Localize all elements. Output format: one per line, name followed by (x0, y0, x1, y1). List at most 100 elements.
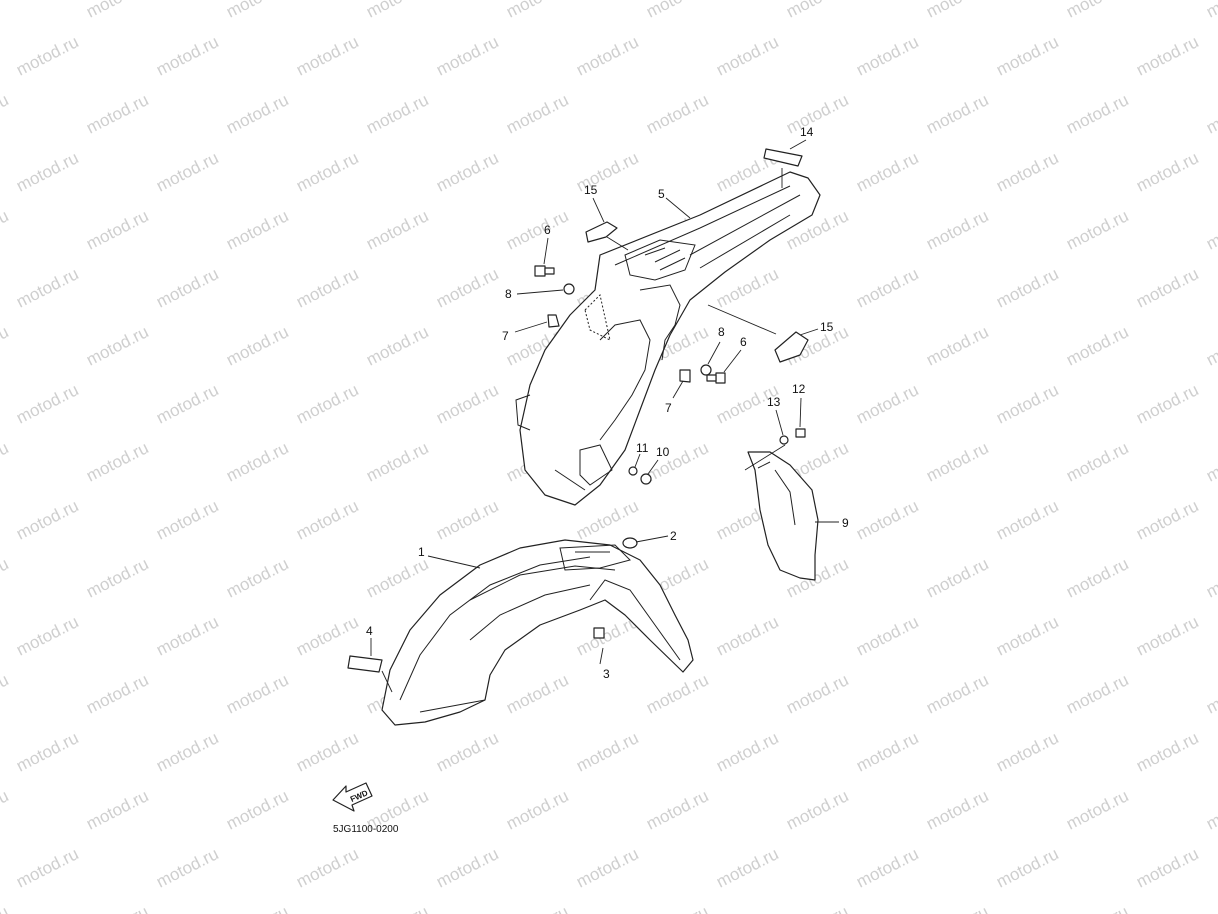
watermark-text: motod.ru (993, 32, 1061, 79)
watermark-text: motod.ru (643, 786, 711, 833)
watermark-text: motod.ru (993, 496, 1061, 543)
callout-15-lower: 15 (820, 320, 834, 334)
watermark-text: motod.ru (1133, 380, 1201, 427)
watermark-text: motod.ru (783, 670, 851, 717)
callout-11: 11 (636, 441, 649, 455)
watermark-text: motod.ru (853, 264, 921, 311)
watermark-text: motod.ru (713, 844, 781, 891)
watermark-text: motod.ru (783, 90, 851, 137)
watermark-text: motod.ru (923, 670, 991, 717)
watermark-text: motod.ru (993, 844, 1061, 891)
callout-10: 10 (656, 445, 670, 459)
watermark-text: motod.ru (923, 554, 991, 601)
watermark-text: motod.ru (0, 902, 12, 914)
callout-7-upper: 7 (502, 329, 509, 343)
watermark-text: motod.ru (853, 844, 921, 891)
watermark-text: motod.ru (503, 902, 571, 914)
callout-2: 2 (670, 529, 677, 543)
callout-1: 1 (418, 545, 425, 559)
watermark-text: motod.ru (0, 322, 12, 369)
watermark-text: motod.ru (293, 728, 361, 775)
watermark-text: motod.ru (293, 264, 361, 311)
callout-8-upper: 8 (505, 287, 512, 301)
watermark-text: motod.ru (0, 786, 12, 833)
watermark-text: motod.ru (503, 206, 571, 253)
watermark-text: motod.ru (573, 844, 641, 891)
watermark-text: motod.ru (1063, 902, 1131, 914)
watermark-text: motod.ru (0, 670, 12, 717)
watermark-text: motod.ru (1203, 90, 1218, 137)
watermark-text: motod.ru (0, 0, 12, 22)
watermark-text: motod.ru (993, 612, 1061, 659)
watermark-text: motod.ru (13, 728, 81, 775)
watermark-text: motod.ru (643, 438, 711, 485)
watermark-text: motod.ru (923, 322, 991, 369)
watermark-text: motod.ru (83, 438, 151, 485)
watermark-text: motod.ru (153, 728, 221, 775)
watermark-text: motod.ru (0, 554, 12, 601)
watermark-text: motod.ru (363, 554, 431, 601)
watermark-text: motod.ru (1203, 670, 1218, 717)
watermark-text: motod.ru (503, 670, 571, 717)
watermark-text: motod.ru (433, 32, 501, 79)
watermark-text: motod.ru (573, 32, 641, 79)
watermark-text: motod.ru (433, 380, 501, 427)
watermark-text: motod.ru (1203, 206, 1218, 253)
watermark-text: motod.ru (503, 0, 571, 22)
watermark-text: motod.ru (433, 844, 501, 891)
watermark-text: motod.ru (223, 90, 291, 137)
watermark-text: motod.ru (223, 786, 291, 833)
callout-3: 3 (603, 667, 610, 681)
watermark-text: motod.ru (1063, 670, 1131, 717)
watermark-text: motod.ru (783, 786, 851, 833)
watermark-text: motod.ru (1063, 438, 1131, 485)
watermark-text: motod.ru (713, 32, 781, 79)
callout-numbers: 1 2 3 4 5 6 6 7 7 8 8 9 10 11 12 13 14 1… (366, 125, 849, 681)
watermark-text: motod.ru (853, 612, 921, 659)
watermark-text: motod.ru (13, 264, 81, 311)
watermark-text: motod.ru (433, 148, 501, 195)
watermark-text: motod.ru (1063, 554, 1131, 601)
callout-5: 5 (658, 187, 665, 201)
watermark-text: motod.ru (643, 0, 711, 22)
watermark-text: motod.ru (853, 380, 921, 427)
watermark-text: motod.ru (363, 322, 431, 369)
watermark-text: motod.ru (223, 670, 291, 717)
watermark-text: motod.ru (293, 844, 361, 891)
watermark-text: motod.ru (1203, 438, 1218, 485)
watermark-text: motod.ru (853, 148, 921, 195)
watermark-text: motod.ru (1063, 0, 1131, 22)
watermark-text: motod.ru (153, 612, 221, 659)
watermark-text: motod.ru (1133, 264, 1201, 311)
watermark-text: motod.ru (503, 786, 571, 833)
watermark-text: motod.ru (83, 206, 151, 253)
leader-lines (370, 139, 839, 693)
watermark-text: motod.ru (853, 496, 921, 543)
watermark-text: motod.ru (993, 264, 1061, 311)
watermark-text: motod.ru (293, 612, 361, 659)
watermark-text: motod.ru (993, 380, 1061, 427)
watermark-text: motod.ru (643, 670, 711, 717)
watermark-text: motod.ru (293, 380, 361, 427)
fwd-arrow: FWD (332, 782, 373, 812)
callout-12: 12 (792, 382, 806, 396)
watermark-text: motod.ru (293, 32, 361, 79)
watermark-text: motod.ru (573, 728, 641, 775)
watermark-text: motod.ru (923, 90, 991, 137)
watermark-text: motod.ru (153, 264, 221, 311)
watermark-text: motod.ru (923, 438, 991, 485)
callout-7-lower: 7 (665, 401, 672, 415)
watermark-text: motod.ru (0, 438, 12, 485)
watermark-text: motod.ru (223, 554, 291, 601)
watermark-text: motod.ru (923, 206, 991, 253)
watermark-text: motod.ru (1203, 786, 1218, 833)
front-fender (381, 539, 694, 726)
mud-flap (747, 451, 819, 581)
watermark-text: motod.ru (83, 90, 151, 137)
watermark-text: motod.ru (83, 786, 151, 833)
callout-9: 9 (842, 516, 849, 530)
watermark-text: motod.ru (13, 612, 81, 659)
watermark-text: motod.ru (0, 206, 12, 253)
stickers (347, 148, 809, 673)
watermark-text: motod.ru (1133, 32, 1201, 79)
